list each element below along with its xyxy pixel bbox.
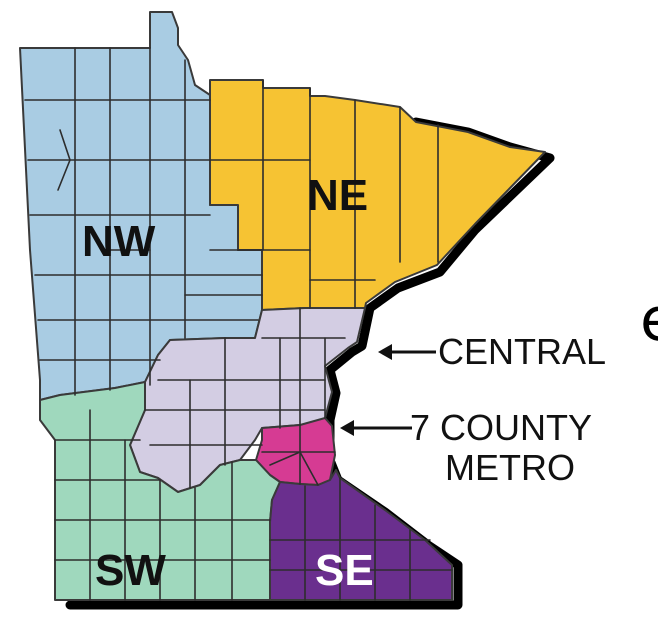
partial-letter-e: e xyxy=(640,285,658,355)
metro-callout-label-line1: 7 COUNTY xyxy=(410,407,592,448)
county-boundaries xyxy=(24,47,453,601)
region-se xyxy=(269,469,453,601)
region-ne xyxy=(209,79,546,311)
region-label-ne: NE xyxy=(307,171,368,220)
region-label-se: SE xyxy=(315,546,374,595)
region-label-nw: NW xyxy=(82,217,156,266)
central-arrowhead xyxy=(378,344,392,360)
metro-callout-label-line2: METRO xyxy=(445,447,575,488)
region-label-sw: SW xyxy=(95,546,166,595)
central-callout-label: CENTRAL xyxy=(438,331,606,372)
metro-arrowhead xyxy=(340,420,354,436)
